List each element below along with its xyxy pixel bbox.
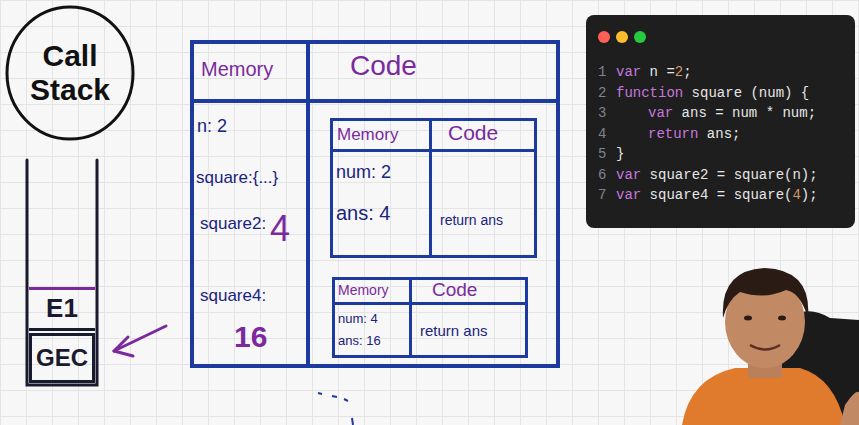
line-number: 4 (598, 126, 606, 142)
stack-frame-box: GEC (29, 333, 95, 383)
divider-line (190, 99, 560, 103)
node-text: Call Stack (20, 39, 120, 108)
presenter-figure (682, 268, 859, 425)
node-text: Code (448, 121, 498, 145)
scribble (318, 393, 348, 401)
node-text: E1 (46, 294, 78, 324)
line-number: 3 (598, 105, 606, 121)
code-token: ); (801, 187, 818, 203)
divider-line (332, 302, 528, 305)
divider-line (330, 149, 537, 152)
node-text: square2: (200, 214, 266, 234)
code-line: return ans; (648, 126, 740, 142)
window-dot (616, 31, 628, 43)
code-token: } (616, 146, 624, 162)
scribble (352, 418, 353, 425)
node-text: num: 4 (338, 312, 378, 327)
pointer-arrow (114, 326, 166, 351)
code-token: return (648, 126, 698, 142)
divider-line (409, 277, 412, 358)
node-text: Code (350, 50, 417, 82)
node-text: return ans (420, 322, 488, 339)
node-text: Memory (338, 282, 389, 298)
pointer-head (114, 337, 133, 356)
code-line: var square2 = square(n); (616, 167, 818, 183)
node-text: 4 (270, 208, 290, 249)
node-text: ans: 16 (338, 334, 381, 349)
code-token: square (num) { (683, 85, 809, 101)
line-number: 1 (598, 64, 606, 80)
node-text: Code (432, 279, 477, 301)
code-token: n = (641, 64, 675, 80)
code-token: square2 = square(n); (641, 167, 817, 183)
node-text: num: 2 (336, 162, 391, 183)
code-token: ans; (698, 126, 740, 142)
node-text: Memory (337, 125, 398, 145)
code-token: square4 = square( (641, 187, 792, 203)
node-text: square4: (200, 286, 266, 306)
node-text: 16 (234, 320, 267, 355)
window-dot (634, 31, 646, 43)
code-line: } (616, 146, 624, 162)
code-token: var (648, 105, 673, 121)
function-context-box: Memory Code num: 2 ans: 4 return ans (330, 118, 537, 258)
call-stack-circle: Call Stack (4, 4, 136, 142)
code-token: 4 (792, 187, 800, 203)
code-token: function (616, 85, 683, 101)
code-token: var (616, 64, 641, 80)
code-token: var (616, 187, 641, 203)
code-token: ans = num * num; (673, 105, 816, 121)
node-text: GEC (36, 344, 88, 372)
line-number: 5 (598, 146, 606, 162)
code-token: ; (683, 64, 691, 80)
stack-tube (27, 160, 97, 385)
window-dot (598, 31, 610, 43)
execution-context-box: MemoryCoden: 2square:{...}square2:4squar… (190, 40, 560, 368)
stack-frame-box: E1 (29, 287, 95, 331)
node-text: square:{...} (196, 168, 278, 188)
code-line: var square4 = square(4); (616, 187, 818, 203)
function-context-box: Memory Code num: 4 ans: 16 return ans (332, 277, 528, 358)
node-text: ans: 4 (336, 202, 390, 225)
node-text: return ans (440, 212, 503, 228)
code-token: var (616, 167, 641, 183)
node-text: Memory (201, 58, 273, 81)
divider-line (306, 40, 310, 368)
line-number: 7 (598, 187, 606, 203)
circle-outline (7, 7, 133, 139)
divider-line (429, 118, 432, 258)
line-number: 2 (598, 85, 606, 101)
code-window: 1var n =2;2function square (num) {3var a… (586, 15, 855, 228)
code-token: 2 (675, 64, 683, 80)
code-line: var n =2; (616, 64, 692, 80)
code-line: var ans = num * num; (648, 105, 816, 121)
code-line: function square (num) { (616, 85, 809, 101)
line-number: 6 (598, 167, 606, 183)
node-text: n: 2 (197, 116, 227, 137)
